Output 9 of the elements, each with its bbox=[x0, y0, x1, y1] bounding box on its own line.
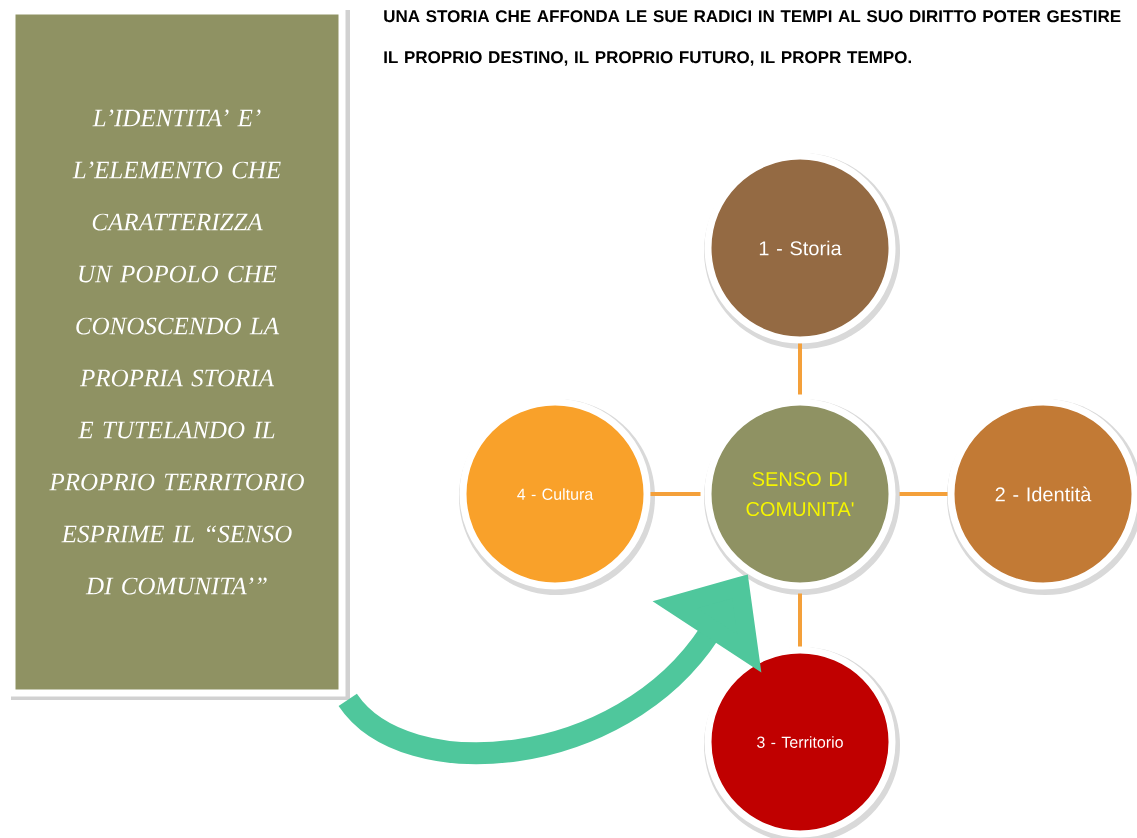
connector-line bbox=[798, 343, 802, 395]
text-box: L’IDENTITA’ E’ L’ELEMENTO CHE CARATTERIZZA UN POPOLO CHE CONOSCENDO LA PROPRIA STORIA E TUTELANDO IL PROPRIO TERRITORIO ESPRIME IL “SENSO DI COMUNITA’” bbox=[8, 7, 350, 700]
connector-line bbox=[650, 492, 701, 496]
connector-line bbox=[899, 492, 948, 496]
circle-node: SENSO DI COMUNITA' bbox=[704, 398, 900, 595]
heading-text: UNA STORIA CHE AFFONDA LE SUE RADICI IN TEMPI AL SUO DIRITTO POTER GESTIRE IL PROPRIO DESTINO, IL PROPRIO FUTURO, IL PROPR TEMPO. bbox=[384, 10, 1121, 66]
circle-node: 1 - Storia bbox=[704, 152, 900, 349]
connector-line bbox=[798, 593, 802, 647]
circle-node: 4 - Cultura bbox=[459, 398, 655, 595]
